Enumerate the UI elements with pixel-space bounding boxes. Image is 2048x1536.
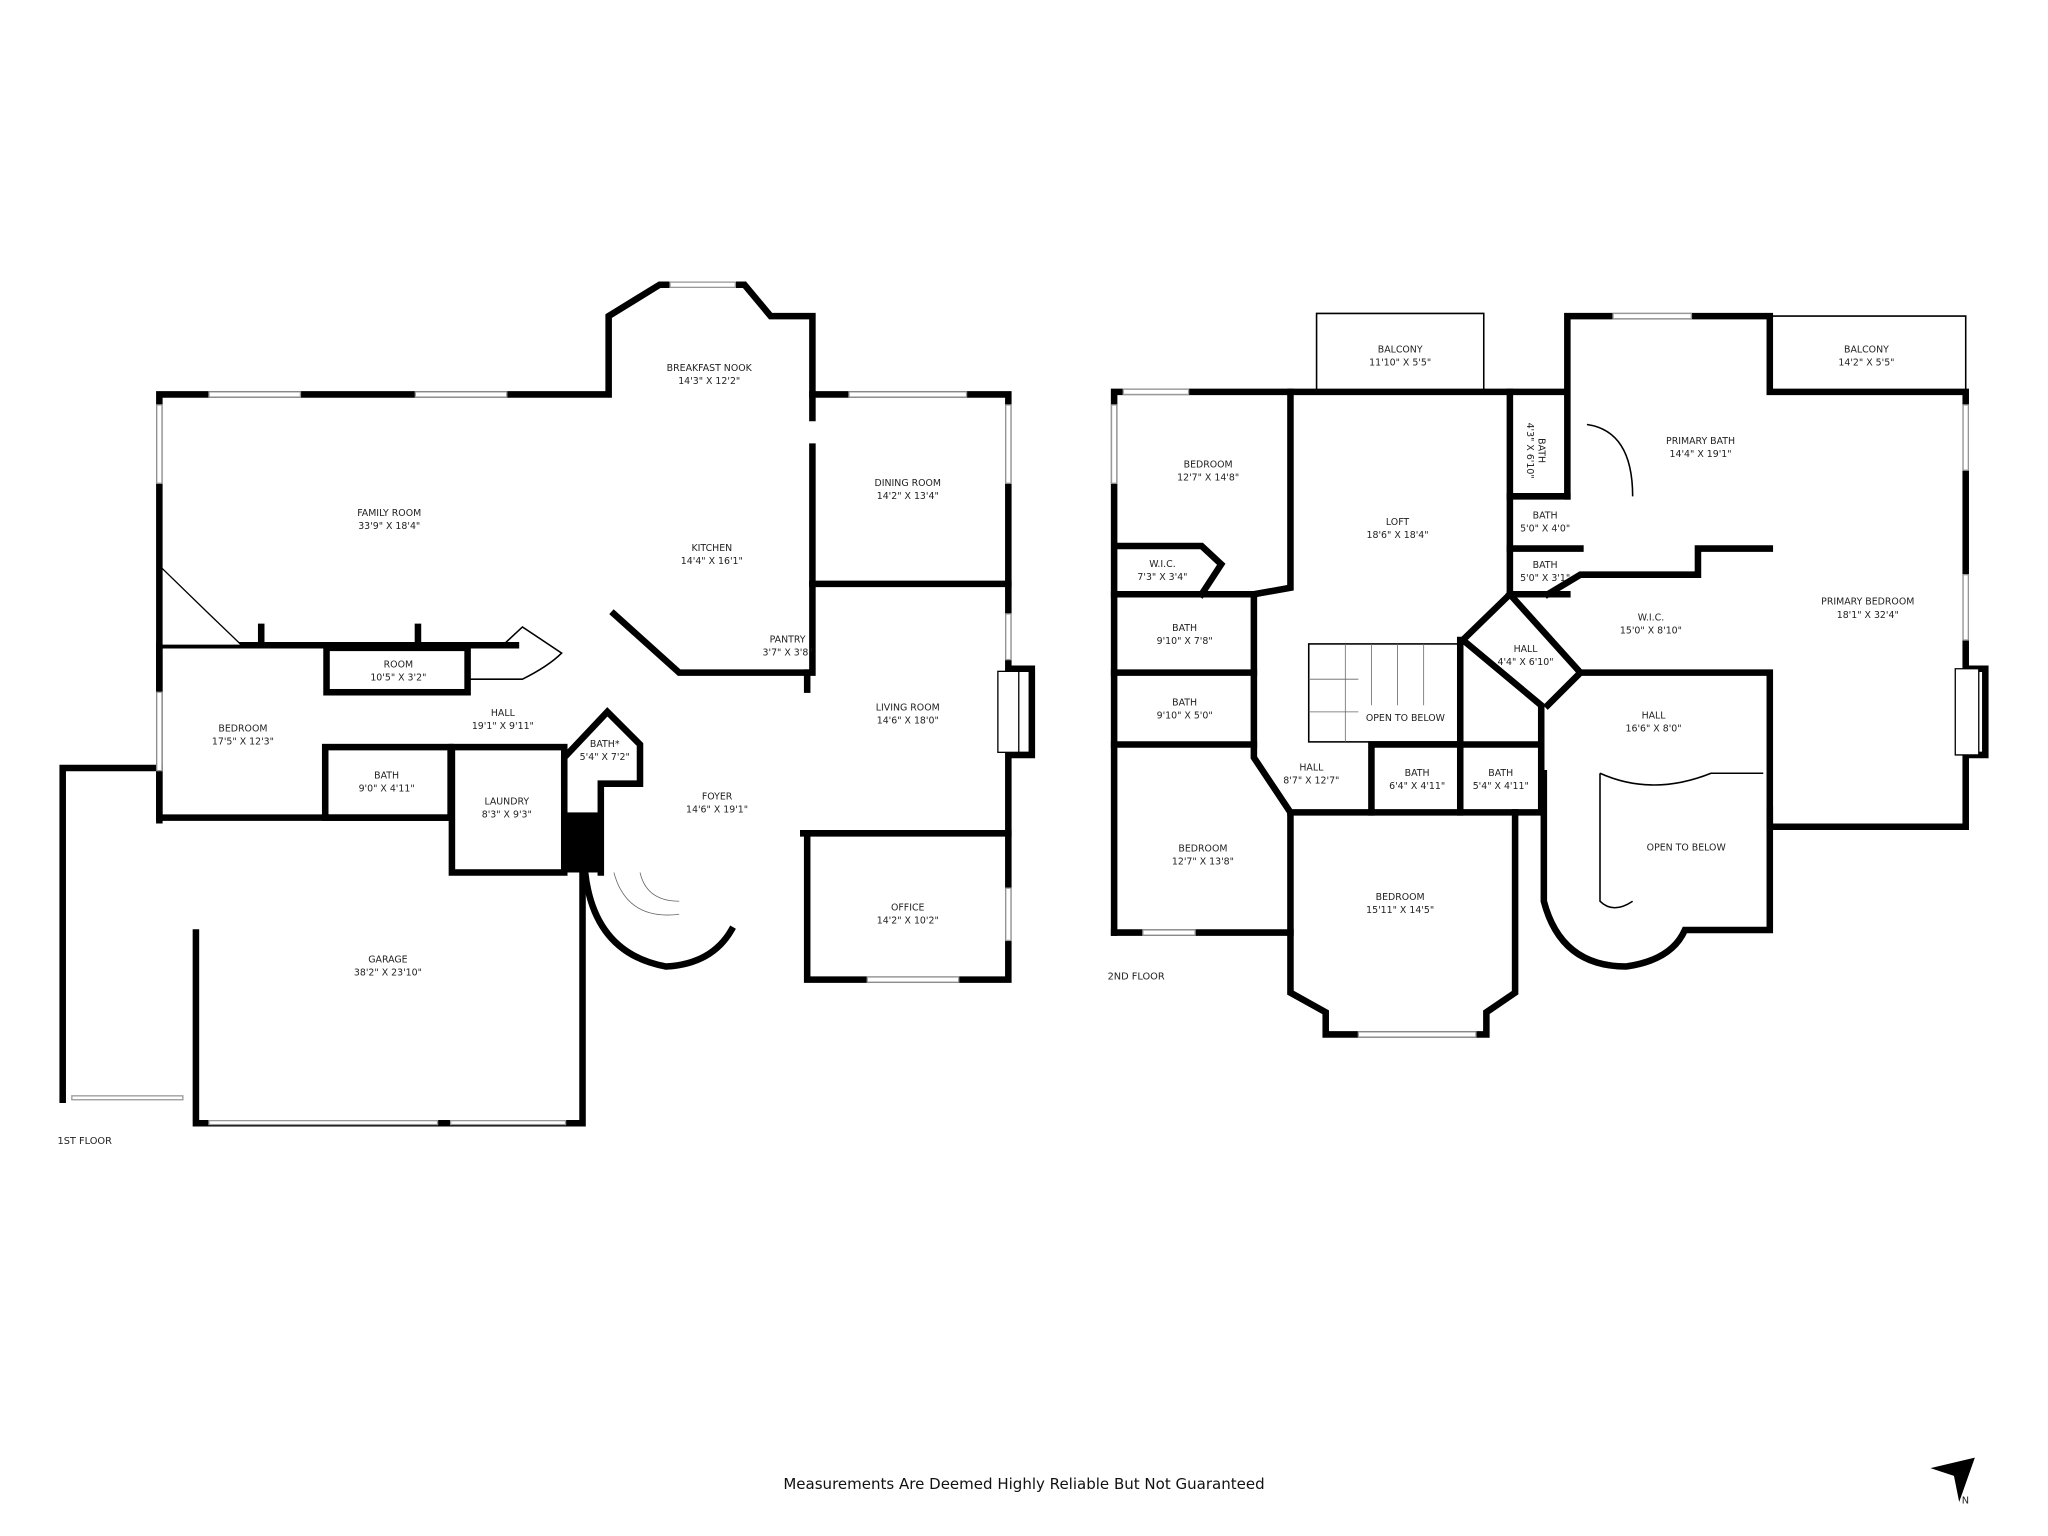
room-label-wic: W.I.C.7'3" X 3'4" bbox=[1137, 559, 1187, 583]
north-label: N bbox=[1962, 1495, 1969, 1506]
floor-label-1st: 1ST FLOOR bbox=[57, 1136, 112, 1147]
wall bbox=[156, 281, 1036, 983]
room-outline bbox=[323, 644, 471, 696]
room-label-open-to-below: OPEN TO BELOW bbox=[1647, 842, 1726, 853]
room-label-wic: W.I.C.15'0" X 8'10" bbox=[1620, 612, 1682, 636]
room-label-bath-vertical: BATH4'3" X 6'10" bbox=[1524, 423, 1547, 479]
north-arrow-icon: N bbox=[1930, 1457, 1975, 1506]
room-label-half-bath: BATH*5'4" X 7'2" bbox=[580, 739, 630, 763]
floor-label-2nd: 2ND FLOOR bbox=[1108, 972, 1165, 983]
second-floor-plan bbox=[1110, 312, 1989, 1038]
disclaimer: Measurements Are Deemed Highly Reliable … bbox=[783, 1475, 1264, 1493]
first-floor-plan bbox=[59, 281, 1036, 1127]
room-label-open-to-below: OPEN TO BELOW bbox=[1366, 713, 1445, 724]
